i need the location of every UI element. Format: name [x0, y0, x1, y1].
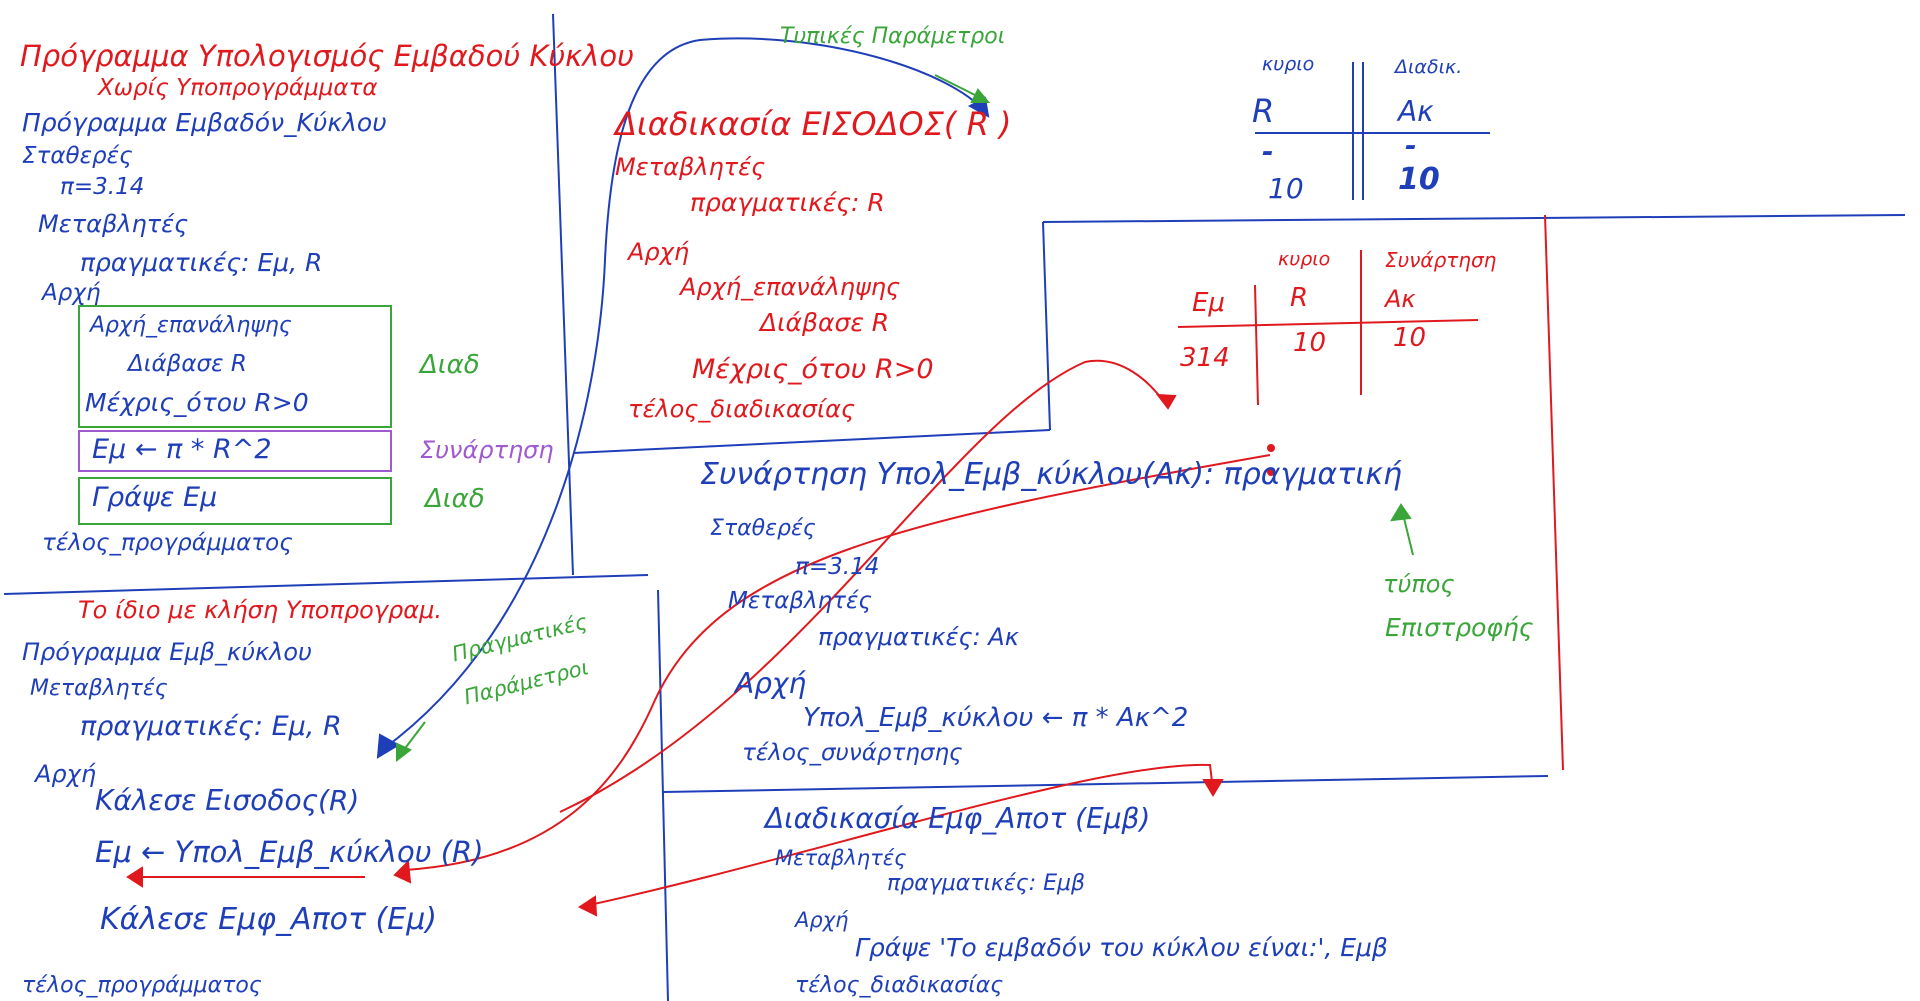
top-left-end: τέλος_προγράμματος	[42, 530, 293, 556]
return-type-note-2: Επιστροφής	[1385, 613, 1534, 642]
top-left-box2-line: Εμ ← π * R^2	[92, 434, 272, 465]
divider-vertical-bottom	[657, 589, 669, 1001]
colon-dot-1	[1267, 444, 1275, 452]
top-left-heading-2: Χωρίς Υποπρογράμματα	[98, 75, 378, 101]
divider-vertical-right-red	[1544, 214, 1564, 771]
trace-table-2-h-em: Εμ	[1192, 288, 1225, 318]
function-line-pi: π=3.14	[795, 554, 880, 580]
procedure-eisodos-title: Διαδικασία ΕΙΣΟΔΟΣ( R )	[615, 105, 1012, 143]
function-line-variables: Μεταβλητές	[728, 588, 872, 614]
bottom-left-line-variables: Μεταβλητές	[30, 676, 168, 701]
arrow-param-to-function	[559, 359, 1169, 813]
label-diad-1: Διαδ	[420, 350, 480, 380]
arrowhead-2	[393, 859, 412, 884]
procedure-display-line-variables: Μεταβλητές	[775, 846, 907, 870]
trace-table-1-val-ak: 10	[1398, 162, 1440, 197]
arrowhead-5	[1202, 779, 1224, 797]
right-table-vline1	[1254, 284, 1259, 406]
procedure-eisodos-line-4: Αρχή_επανάληψης	[680, 273, 901, 301]
top-left-line-real: πραγματικές: Εμ, R	[80, 248, 323, 277]
box-procedure-input	[78, 305, 392, 428]
procedure-display-title: Διαδικασία Εμφ_Αποτ (Εμβ)	[765, 802, 1151, 835]
function-line-assign: Υπολ_Εμβ_κύκλου ← π * Ακ^2	[803, 703, 1189, 733]
procedure-display-line-start: Αρχή	[795, 908, 849, 932]
procedure-eisodos-line-3: Αρχή	[628, 238, 690, 266]
arrow-em-to-display	[579, 763, 1214, 908]
label-synartisi: Συνάρτηση	[420, 436, 554, 464]
bottom-left-line-program: Πρόγραμμα Εμβ_κύκλου	[22, 638, 312, 666]
trace-table-1-val-r: 10	[1268, 172, 1304, 205]
divider-vertical-left	[552, 13, 574, 576]
function-title: Συνάρτηση Υπολ_Εμβ_κύκλου(Ακ): πραγματικ…	[700, 457, 1403, 492]
bottom-left-line-end: τέλος_προγράμματος	[22, 973, 262, 998]
procedure-eisodos-line-2: πραγματικές: R	[690, 188, 885, 217]
top-left-box1-line3: Μέχρις_ότου R>0	[85, 388, 309, 417]
trace-table-2-group-func: Συνάρτηση	[1385, 248, 1497, 272]
top-left-line-program: Πρόγραμμα Εμβαδόν_Κύκλου	[22, 108, 387, 137]
procedure-eisodos-line-7: τέλος_διαδικασίας	[628, 395, 856, 423]
top-left-box3-line: Γράψε Εμ	[92, 482, 218, 513]
colon-dot-2	[1267, 468, 1275, 476]
bottom-left-line-start: Αρχή	[35, 760, 97, 788]
arrowhead-1	[1155, 393, 1177, 410]
bottom-left-line-call-display: Κάλεσε Εμφ_Αποτ (Εμ)	[100, 902, 438, 937]
arrow-function-return	[404, 454, 1271, 871]
bottom-left-line-real: πραγματικές: Εμ, R	[80, 711, 342, 742]
procedure-eisodos-line-1: Μεταβλητές	[615, 153, 766, 181]
procedure-display-line-real: πραγματικές: Εμβ	[887, 871, 1086, 896]
function-line-start: Αρχή	[735, 667, 807, 700]
divider-horizontal-bottom	[662, 775, 1549, 793]
arrowhead-call-2	[376, 733, 400, 759]
trace-table-1-header-main: κυριο	[1262, 53, 1315, 75]
trace-table-1-header-proc: Διαδικ.	[1395, 56, 1463, 78]
trace-table-2-v-ak: 10	[1393, 323, 1427, 353]
top-left-heading-1: Πρόγραμμα Υπολογισμός Εμβαδού Κύκλου	[20, 39, 634, 73]
arrow-call-eisodos	[381, 37, 986, 751]
trace-table-2-h-r: R	[1290, 283, 1309, 313]
divider-horizontal-upper-right	[1042, 214, 1906, 223]
divider-lines	[3, 13, 1906, 1001]
bottom-left-line-call-input: Κάλεσε Εισοδος(R)	[95, 784, 360, 817]
arrowhead-formal-params	[970, 88, 991, 103]
label-diad-2: Διαδ	[425, 484, 485, 514]
trace-table-1-var-ak: Ακ	[1398, 95, 1434, 128]
function-line-constants: Σταθερές	[710, 516, 816, 541]
trace-table-1-old-r: -	[1262, 135, 1274, 168]
top-left-line-constants: Σταθερές	[22, 143, 133, 169]
box-procedure-output	[78, 477, 392, 525]
box-function-calc	[78, 430, 392, 472]
top-left-box1-line1: Αρχή_επανάληψης	[90, 313, 292, 338]
bottom-left-heading: Το ίδιο με κλήση Υποπρογραμ.	[78, 596, 443, 624]
trace-table-1-old-ak: -	[1405, 129, 1417, 162]
procedure-eisodos-line-5: Διάβασε R	[760, 308, 890, 337]
top-left-box1-line2: Διάβασε R	[128, 351, 247, 377]
trace-table-2-v-r: 10	[1293, 328, 1327, 358]
function-line-end: τέλος_συνάρτησης	[742, 740, 963, 766]
top-left-line-pi: π=3.14	[60, 174, 145, 200]
trace-table-1-var-r: R	[1252, 92, 1275, 130]
top-left-line-start: Αρχή	[42, 280, 101, 306]
return-type-note-1: τύπος	[1383, 570, 1455, 598]
green-arrows	[396, 74, 1414, 763]
bottom-left-line-assign: Εμ ← Υπολ_Εμβ_κύκλου (R)	[95, 835, 484, 869]
arrowhead-actual-params	[396, 742, 412, 763]
trace-table-2-group-main: κυριο	[1278, 248, 1331, 270]
formal-params-note: Τυπικές Παράμετροι	[780, 24, 1006, 49]
arrowhead-4	[578, 895, 598, 917]
divider-vertical-mid	[1042, 221, 1051, 431]
top-left-line-variables: Μεταβλητές	[38, 210, 189, 238]
right-table-hline	[1177, 319, 1479, 328]
red-lines	[126, 214, 1564, 917]
arrowhead-3	[126, 866, 143, 888]
arrowhead-return-type	[1390, 503, 1412, 522]
procedure-eisodos-line-6: Μέχρις_ότου R>0	[692, 354, 934, 385]
divider-horizontal-left	[3, 574, 649, 595]
function-line-real: πραγματικές: Ακ	[818, 623, 1019, 651]
divider-horizontal-mid	[572, 429, 1051, 454]
procedure-display-line-end: τέλος_διαδικασίας	[795, 973, 1004, 998]
trace-table-2-v-em: 314	[1180, 343, 1230, 373]
trace-table-2-h-ak: Ακ	[1385, 285, 1416, 313]
procedure-display-line-write: Γράψε 'Το εμβαδόν του κύκλου είναι:', Εμ…	[855, 933, 1388, 962]
